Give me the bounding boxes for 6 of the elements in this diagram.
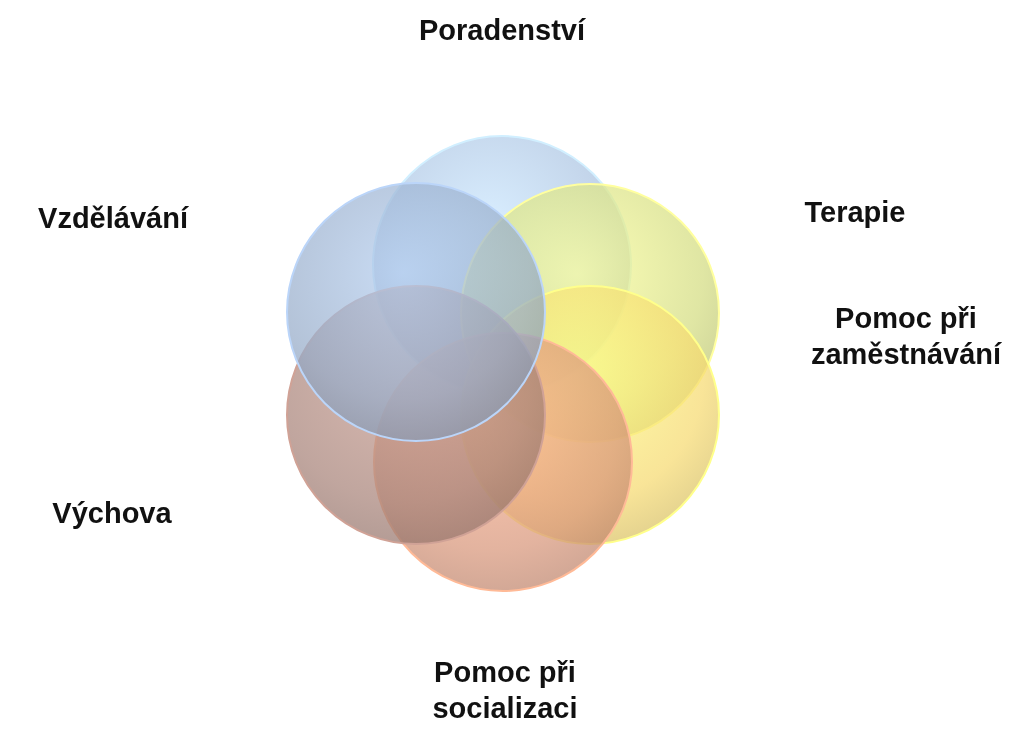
category-label: Vzdělávání (37, 201, 190, 236)
category-label: Výchova (51, 496, 173, 531)
category-label: Terapie (803, 195, 907, 230)
category-label: Pomoc při zaměstnávání (809, 301, 1003, 372)
category-label: Pomoc při socializaci (431, 655, 579, 726)
category-label: Poradenství (418, 13, 587, 48)
